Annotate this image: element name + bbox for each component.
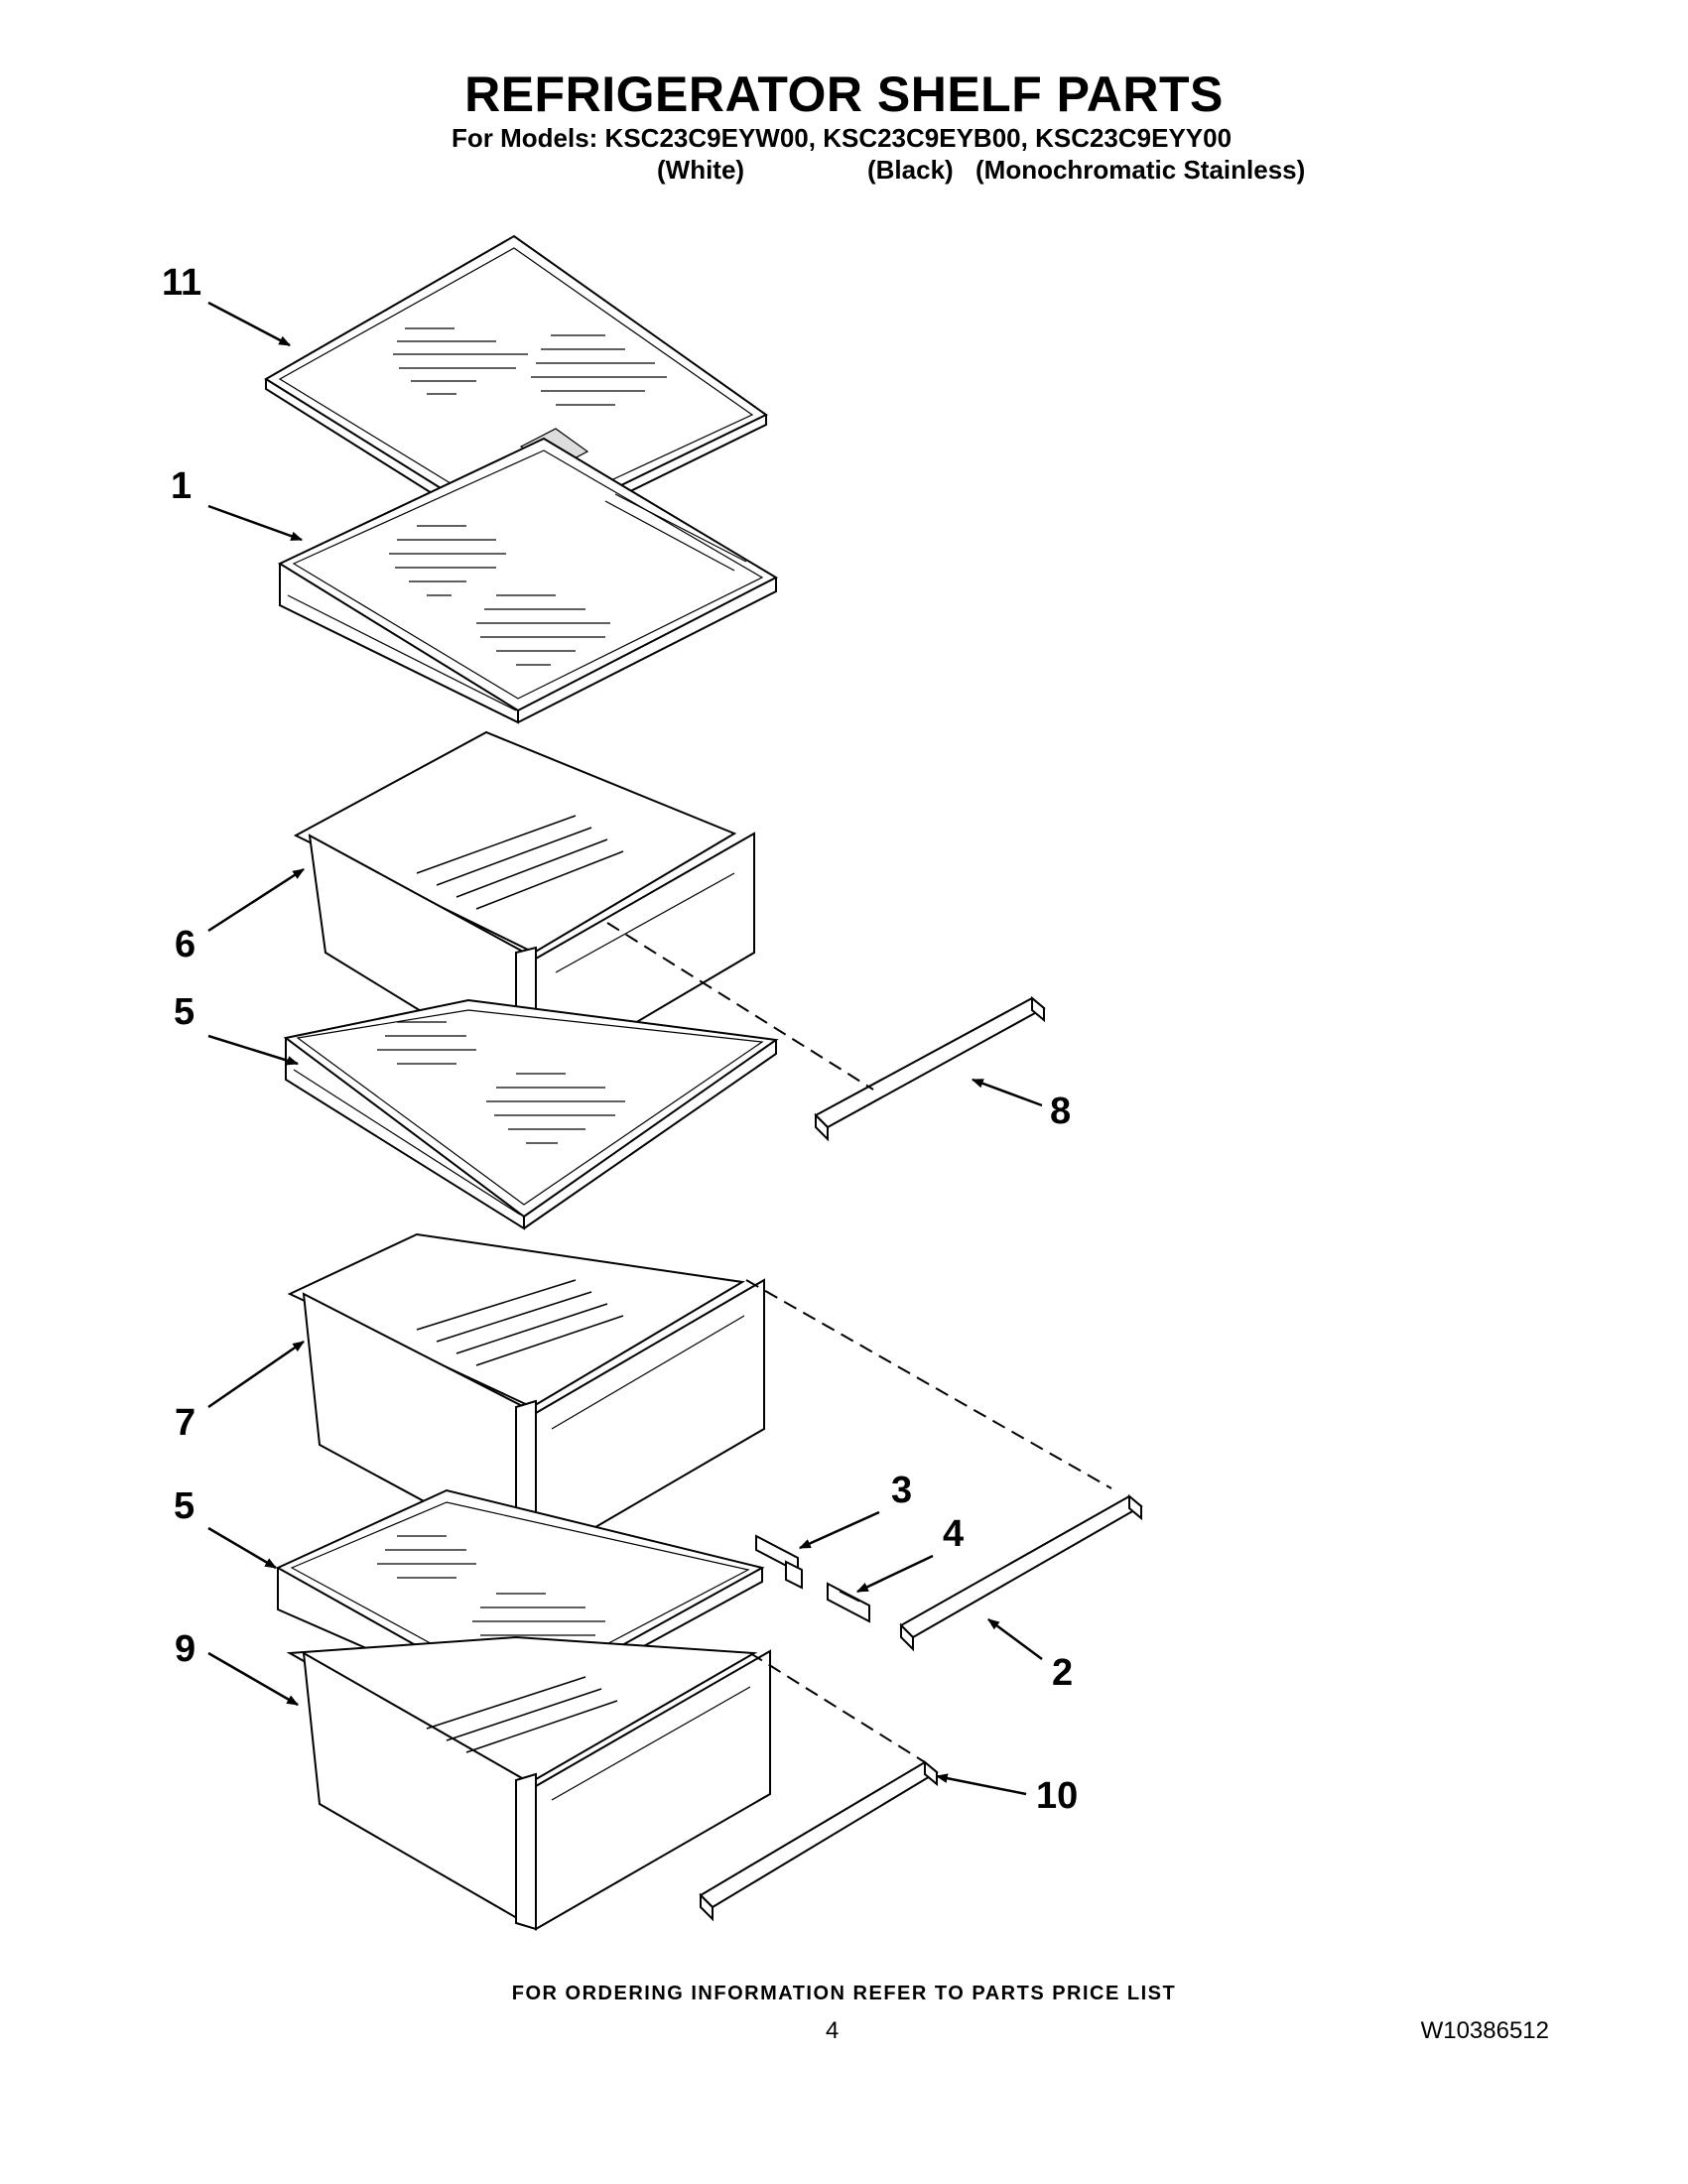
part-5-shelf-lower [275,1488,765,1717]
callout-5-upper: 5 [174,991,195,1033]
callout-10: 10 [1036,1775,1078,1817]
callout-5-lower: 5 [174,1485,195,1527]
page-number: 4 [826,2017,840,2044]
callout-9: 9 [175,1628,195,1670]
ordering-note: FOR ORDERING INFORMATION REFER TO PARTS … [511,1983,1177,2004]
alignment-lines [606,922,1112,1763]
part-3-clip [755,1534,803,1590]
part-10-trim [699,1759,939,1922]
callout-6: 6 [175,924,195,965]
part-1-shelf [277,437,779,724]
page-title: REFRIGERATOR SHELF PARTS [464,66,1224,122]
part-9-drawer [286,1635,771,1931]
leader-arrows [207,301,1043,1796]
variant-black: (Black) [867,155,954,185]
callout-7: 7 [175,1402,195,1444]
model-variants: (White) (Black) (Monochromatic Stainless… [0,155,1688,187]
variant-stainless: (Monochromatic Stainless) [975,155,1306,185]
part-2-trim [899,1493,1143,1652]
callout-3: 3 [891,1470,912,1511]
document-number: W10386512 [1420,2017,1549,2044]
part-5-shelf-upper [283,998,779,1230]
models-line: For Models: KSC23C9EYW00, KSC23C9EYB00, … [452,123,1233,153]
callout-numbers: 11 1 6 5 8 7 3 4 5 2 9 10 [162,262,1078,1817]
part-4-clip [827,1582,870,1623]
part-8-trim [814,995,1046,1142]
callout-8: 8 [1050,1091,1071,1132]
callout-11: 11 [162,262,201,304]
callout-1: 1 [171,465,192,507]
callout-2: 2 [1052,1652,1073,1694]
variant-white: (White) [657,155,745,185]
callout-4: 4 [943,1513,964,1555]
